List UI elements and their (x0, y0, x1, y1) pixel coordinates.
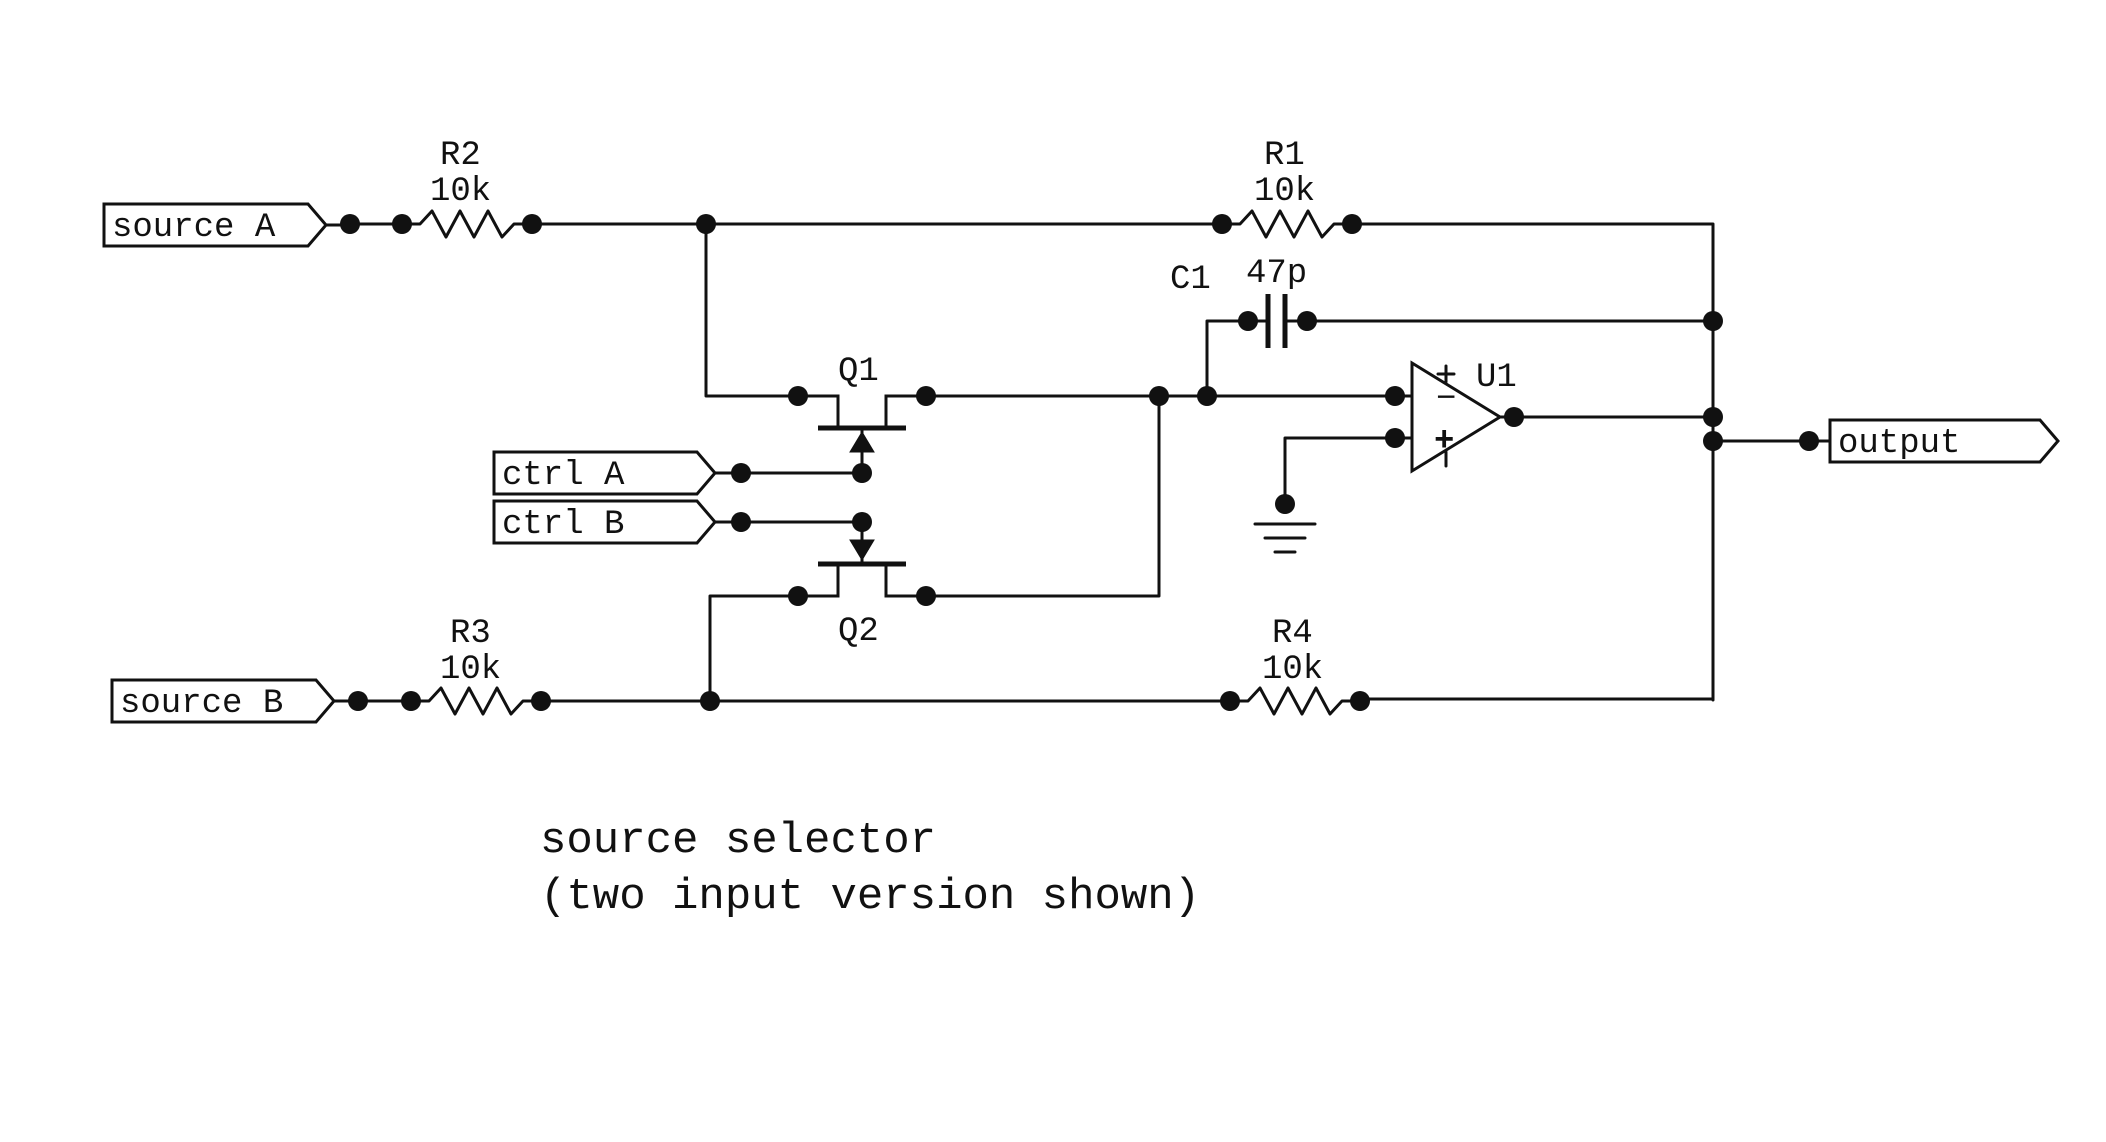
c1-value: 47p (1246, 255, 1307, 293)
r1-ref: R1 (1264, 137, 1305, 175)
q2-ref: Q2 (838, 613, 879, 651)
u1-inv-sign: − (1436, 381, 1456, 419)
r2-ref: R2 (440, 137, 481, 175)
component-labels: R2 10k R1 10k C1 47p Q1 Q2 U1 R3 10k R4 … (430, 137, 1517, 689)
wire-q2-source (708, 594, 800, 703)
u1-noninv-sign: + (1434, 423, 1454, 461)
wire-q1-source (704, 222, 800, 398)
port-ctrl-a-label: ctrl A (502, 457, 625, 495)
wire-q2-drain (924, 394, 1161, 598)
wire-c1-left (1205, 319, 1250, 398)
port-ctrl-a: ctrl A (492, 450, 717, 496)
resistor-r1 (1220, 209, 1354, 239)
port-source-a-label: source A (112, 209, 276, 247)
transistor-q1 (798, 394, 926, 475)
r1-value: 10k (1254, 173, 1315, 211)
caption-line-2: (two input version shown) (540, 872, 1200, 922)
r4-value: 10k (1262, 651, 1323, 689)
port-output: output (1807, 418, 2060, 464)
port-source-a: source A (102, 202, 352, 248)
caption: source selector (two input version shown… (540, 816, 1200, 922)
r2-value: 10k (430, 173, 491, 211)
q2-gate-arrow (849, 539, 875, 561)
transistor-q2 (798, 520, 926, 598)
r3-ref: R3 (450, 615, 491, 653)
c1-ref: C1 (1170, 261, 1211, 299)
caption-line-1: source selector (540, 816, 936, 866)
resistor-r3 (409, 686, 543, 716)
q1-ref: Q1 (838, 353, 879, 391)
resistor-r2 (400, 209, 534, 239)
port-ctrl-b: ctrl B (492, 499, 717, 545)
ground-symbol (1253, 522, 1317, 554)
port-ctrl-b-label: ctrl B (502, 506, 624, 544)
u1-ref: U1 (1476, 359, 1517, 397)
port-output-label: output (1838, 425, 1960, 463)
r3-value: 10k (440, 651, 501, 689)
port-source-b: source B (110, 678, 360, 724)
port-source-b-label: source B (120, 685, 283, 723)
wire-r1-to-output-node (1350, 222, 1715, 702)
junction-dots (340, 214, 1819, 711)
q1-gate-arrow (849, 431, 875, 453)
r4-ref: R4 (1272, 615, 1313, 653)
resistor-r4 (1228, 686, 1362, 716)
wire-noninv-gnd (1283, 436, 1397, 506)
